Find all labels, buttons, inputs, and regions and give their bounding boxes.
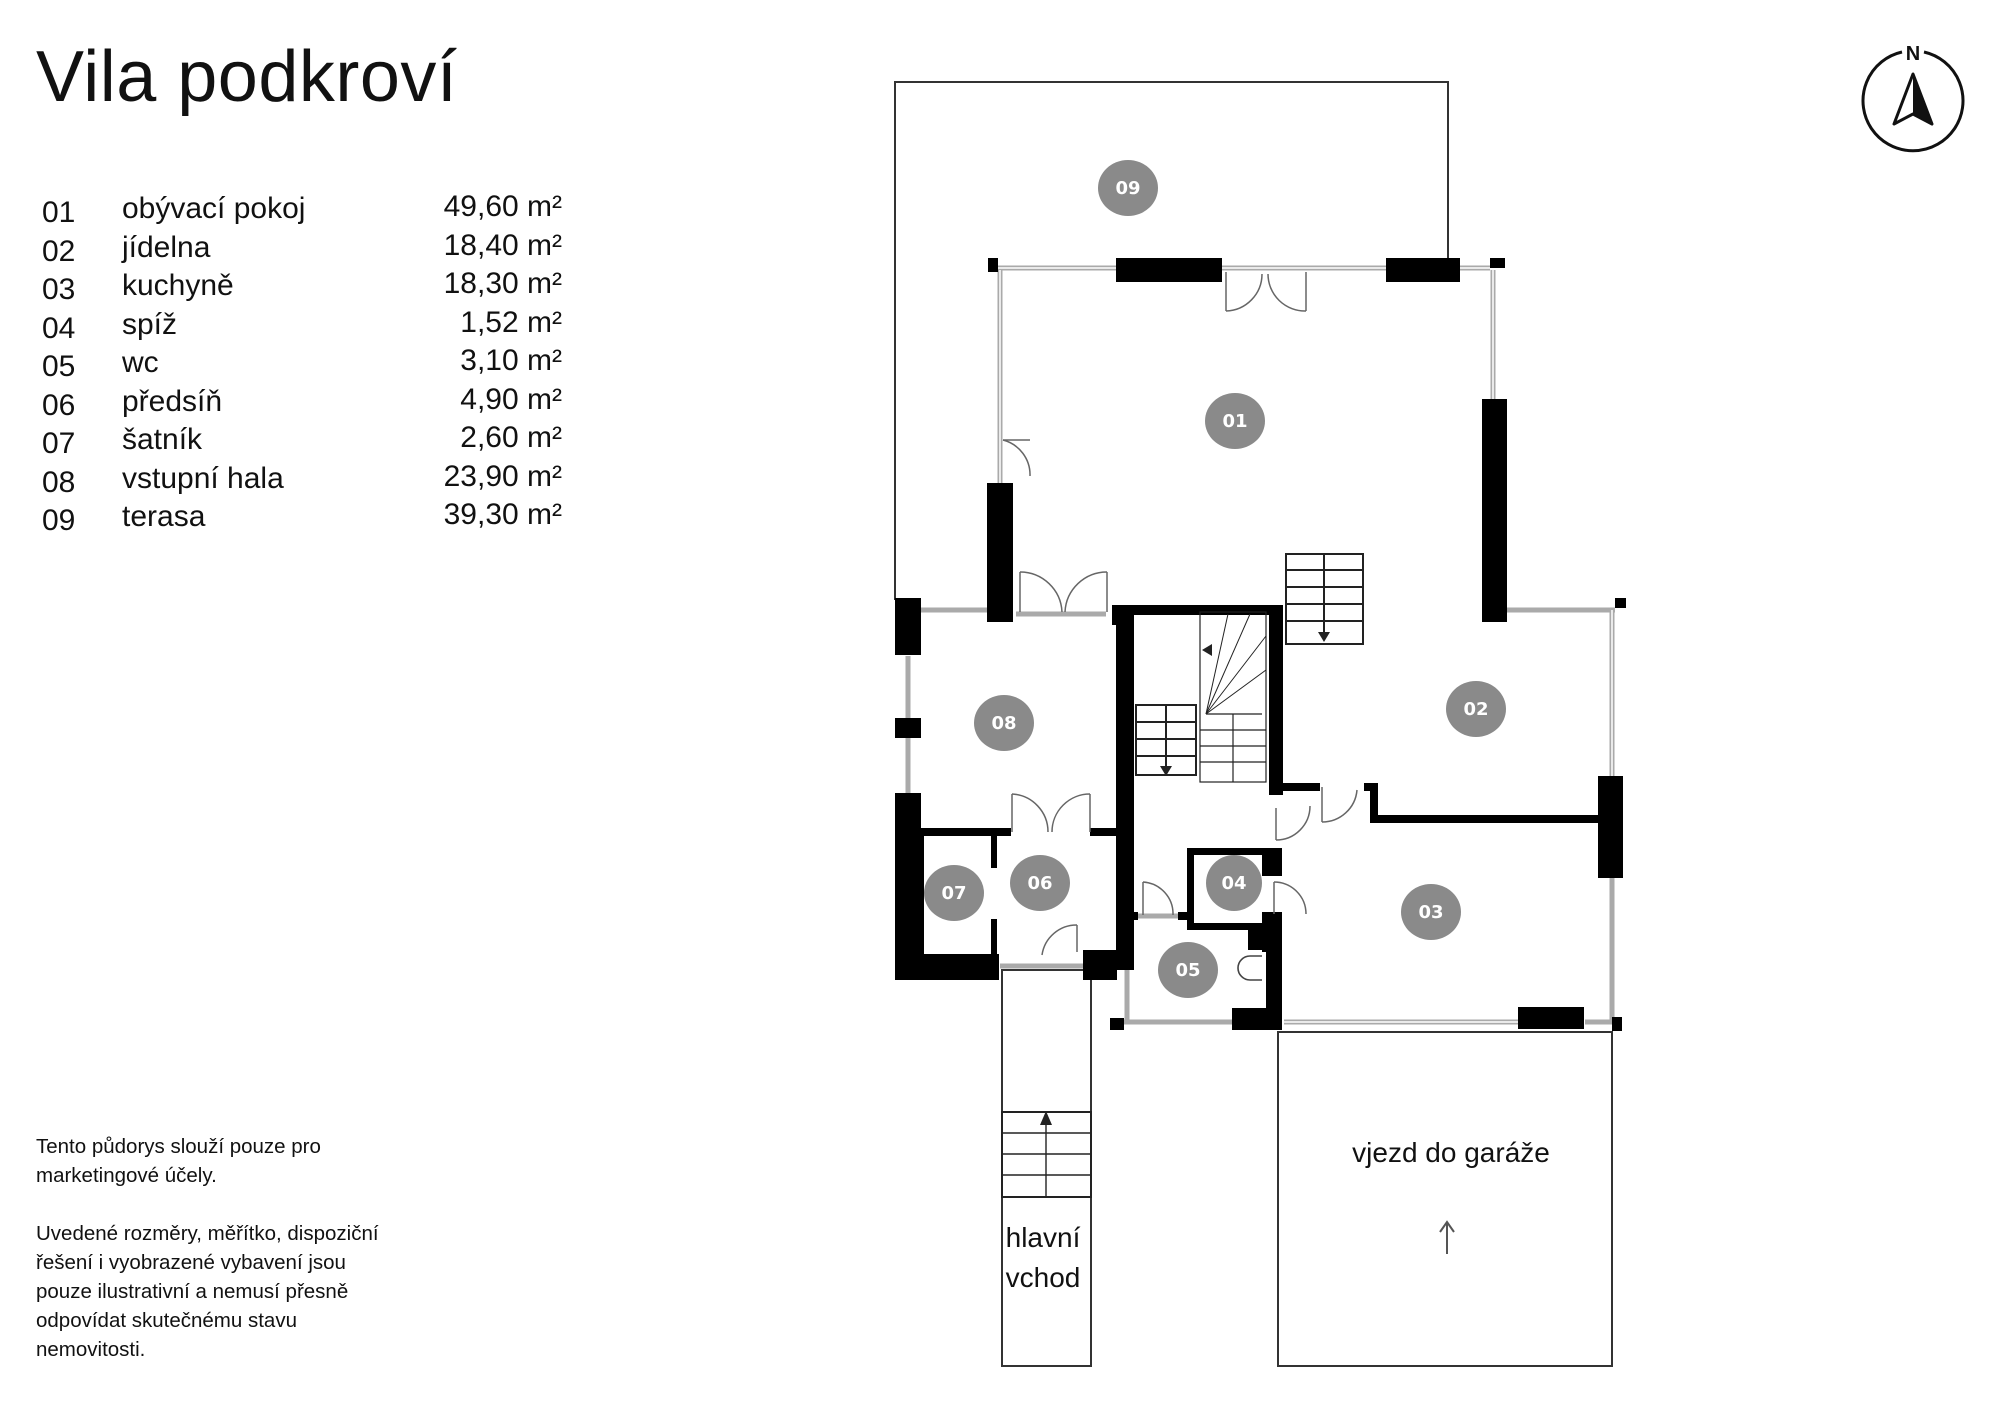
badge-04: 04 — [1206, 855, 1262, 911]
badge-07: 07 — [924, 865, 984, 921]
badge-03: 03 — [1401, 884, 1461, 940]
room-name: terasa — [122, 500, 206, 533]
room-area: 18,30 m² — [443, 267, 562, 300]
walls — [895, 258, 1626, 1031]
room-badges: 09 01 02 08 07 06 04 05 03 — [924, 160, 1506, 998]
room-row: 05 wc 3,10 m² — [42, 344, 562, 383]
garage-arrow-icon — [1439, 1220, 1455, 1254]
disclaimer-paragraph: Tento půdorys slouží pouze pro marketing… — [36, 1135, 321, 1187]
room-number: 05 — [42, 350, 76, 383]
room-area: 3,10 m² — [460, 344, 562, 377]
svg-text:06: 06 — [1027, 873, 1052, 894]
room-number: 01 — [42, 196, 76, 229]
room-number: 07 — [42, 427, 76, 460]
room-row: 06 předsíň 4,90 m² — [42, 383, 562, 422]
room-name: spíž — [122, 307, 178, 341]
compass-label: N — [1906, 43, 1920, 65]
room-area: 23,90 m² — [443, 459, 562, 493]
entrance-label: vchod — [1006, 1262, 1081, 1293]
svg-text:07: 07 — [941, 883, 966, 904]
disclaimer: Tento půdorys slouží pouze pro marketing… — [36, 1132, 396, 1393]
badge-01: 01 — [1205, 393, 1265, 449]
page-title: Vila podkroví — [36, 37, 458, 117]
room-list: 01 obývací pokoj 49,60 m² 02 jídelna 18,40 m… — [42, 190, 562, 537]
svg-text:01: 01 — [1222, 411, 1247, 432]
doors — [1002, 272, 1358, 956]
stairs — [1001, 553, 1364, 1198]
room-number: 04 — [42, 311, 76, 345]
room-area: 1,52 m² — [460, 305, 562, 339]
room-row: 04 spíž 1,52 m² — [42, 306, 562, 345]
room-area: 39,30 m² — [443, 498, 562, 531]
room-row: 08 vstupní hala 23,90 m² — [42, 460, 562, 499]
svg-text:09: 09 — [1115, 178, 1140, 199]
disclaimer-paragraph: Uvedené rozměry, měřítko, dispoziční řeš… — [36, 1222, 379, 1361]
room-row: 03 kuchyně 18,30 m² — [42, 267, 562, 306]
room-number: 03 — [42, 273, 76, 306]
badge-09: 09 — [1098, 160, 1158, 216]
svg-text:08: 08 — [991, 713, 1016, 734]
badge-02: 02 — [1446, 681, 1506, 737]
svg-text:04: 04 — [1221, 873, 1246, 894]
room-number: 09 — [42, 504, 76, 537]
badge-08: 08 — [974, 695, 1034, 751]
toilet-icon — [1237, 955, 1262, 981]
room-name: jídelna — [122, 230, 211, 264]
room-number: 06 — [42, 388, 76, 422]
room-number: 08 — [42, 465, 76, 499]
room-area: 18,40 m² — [443, 228, 562, 262]
room-name: vstupní hala — [122, 461, 284, 495]
room-area: 4,90 m² — [460, 382, 562, 416]
svg-text:05: 05 — [1175, 960, 1200, 981]
badge-05: 05 — [1158, 942, 1218, 998]
room-area: 2,60 m² — [460, 421, 562, 454]
entrance-label: hlavní — [1006, 1222, 1081, 1253]
north-arrow-icon: N — [1861, 43, 1965, 153]
windows — [905, 265, 1615, 1025]
room-name: kuchyně — [122, 269, 234, 302]
svg-text:02: 02 — [1463, 699, 1488, 720]
svg-text:03: 03 — [1418, 902, 1443, 923]
room-name: obývací pokoj — [122, 192, 306, 225]
room-row: 01 obývací pokoj 49,60 m² — [42, 190, 562, 229]
room-number: 02 — [42, 234, 76, 268]
room-row: 07 šatník 2,60 m² — [42, 421, 562, 460]
room-area: 49,60 m² — [443, 190, 562, 223]
badge-06: 06 — [1010, 855, 1070, 911]
room-name: předsíň — [122, 384, 223, 418]
room-row: 02 jídelna 18,40 m² — [42, 229, 562, 268]
room-row: 09 terasa 39,30 m² — [42, 498, 562, 537]
garage-label: vjezd do garáže — [1352, 1137, 1550, 1168]
room-name: wc — [122, 346, 159, 379]
room-name: šatník — [122, 423, 203, 456]
stair-arrows — [1040, 632, 1330, 1125]
